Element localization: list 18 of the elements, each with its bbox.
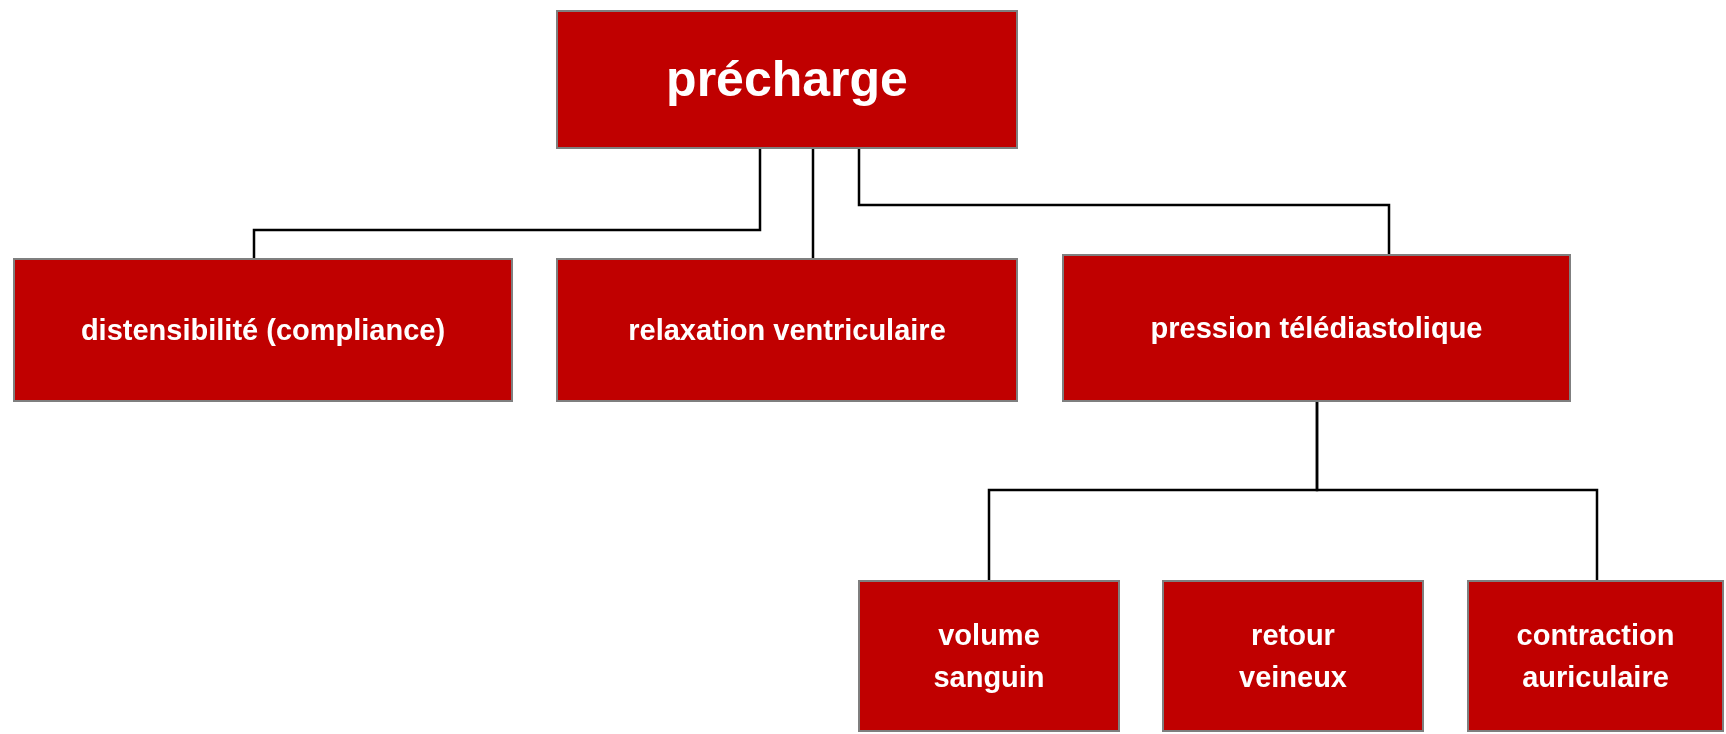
node-label: retour veineux xyxy=(1238,617,1348,695)
connector-line xyxy=(811,149,815,258)
title-text: précharge xyxy=(666,50,908,110)
connector-line xyxy=(1315,402,1599,580)
process-box xyxy=(858,580,1120,732)
connector-line xyxy=(252,149,762,258)
connector-line xyxy=(857,149,1391,254)
node-label: volume sanguin xyxy=(932,617,1046,695)
node-label: pression télédiastolique xyxy=(1150,310,1483,346)
node-label: relaxation ventriculaire xyxy=(628,312,946,348)
node-label: distensibilité (compliance) xyxy=(80,312,446,348)
process-box xyxy=(13,258,513,402)
process-box xyxy=(1062,254,1571,402)
process-box xyxy=(556,10,1018,149)
node-label: contraction auriculaire xyxy=(1515,617,1676,695)
process-box xyxy=(1467,580,1724,732)
process-box xyxy=(556,258,1018,402)
process-box xyxy=(1162,580,1424,732)
